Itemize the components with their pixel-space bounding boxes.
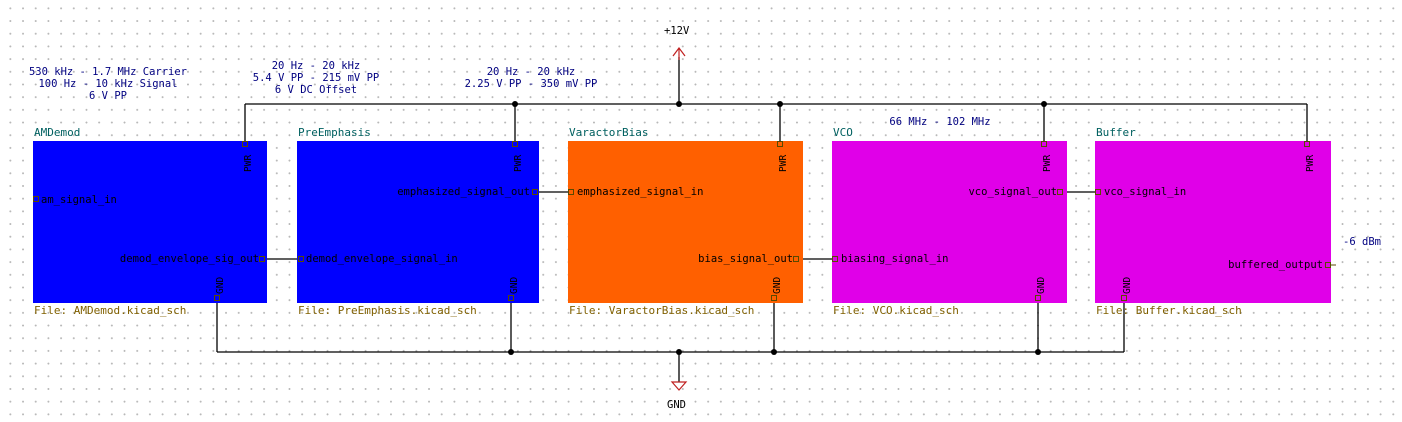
pin-marker[interactable] xyxy=(242,141,248,147)
pwr-pin-label: PWR xyxy=(243,154,254,172)
pin-buffered-output: buffered_output xyxy=(1228,259,1323,271)
gnd-pin-label: GND xyxy=(772,276,783,294)
pin-am-signal-in: am_signal_in xyxy=(41,194,117,206)
pin-marker[interactable] xyxy=(777,141,783,147)
junctions xyxy=(508,101,1047,355)
pin-marker[interactable] xyxy=(512,141,518,147)
pin-marker[interactable] xyxy=(259,256,265,262)
pin-marker[interactable] xyxy=(532,189,538,195)
sheet-name-varactorbias: VaractorBias xyxy=(569,126,649,139)
gnd-pin-label: GND xyxy=(1036,276,1047,294)
junction-dot xyxy=(1041,101,1047,107)
sheet-file-preemphasis: File: PreEmphasis.kicad_sch xyxy=(298,304,477,317)
sheet-file-amdemod: File: AMDemod.kicad_sch xyxy=(34,304,187,317)
pin-marker[interactable] xyxy=(1035,295,1041,301)
pwr-pin-label: PWR xyxy=(1305,154,1316,172)
pin-vco-signal-out: vco_signal_out xyxy=(968,186,1057,198)
sheet-name-preemphasis: PreEmphasis xyxy=(298,126,371,139)
gnd-pin-label: GND xyxy=(215,276,226,294)
note-amdemod-spec: 530 kHz - 1.7 MHz Carrier 100 Hz - 10 kH… xyxy=(28,66,188,102)
pwr-pin-label: PWR xyxy=(1042,154,1053,172)
pin-marker[interactable] xyxy=(568,189,574,195)
sheet-vco[interactable] xyxy=(832,141,1067,303)
junction-dot xyxy=(512,101,518,107)
sheet-name-vco: VCO xyxy=(833,126,853,139)
pin-marker[interactable] xyxy=(298,256,304,262)
pin-marker[interactable] xyxy=(771,295,777,301)
sheet-name-buffer: Buffer xyxy=(1096,126,1136,139)
pin-biasing-signal-in: biasing_signal_in xyxy=(841,253,949,265)
pin-vco-signal-in: vco_signal_in xyxy=(1104,186,1187,198)
sheet-file-varactorbias: File: VaractorBias.kicad_sch xyxy=(569,304,755,317)
pin-emphasized-signal-in: emphasized_signal_in xyxy=(577,186,704,198)
junction-dot xyxy=(777,101,783,107)
pin-marker[interactable] xyxy=(793,256,799,262)
sheet-file-vco: File: VCO.kicad_sch xyxy=(833,304,959,317)
junction-dot xyxy=(1035,349,1041,355)
pin-marker[interactable] xyxy=(1095,189,1101,195)
pin-emphasized-signal-out: emphasized_signal_out xyxy=(397,186,530,198)
pin-marker[interactable] xyxy=(33,196,39,202)
pin-bias-signal-out: bias_signal_out xyxy=(698,253,793,265)
note-preemphasis-spec: 20 Hz - 20 kHz 5.4 V PP - 215 mV PP 6 V … xyxy=(252,60,380,96)
sheet-preemphasis[interactable] xyxy=(297,141,539,303)
pin-marker[interactable] xyxy=(832,256,838,262)
sheet-file-buffer: File: Buffer.kicad_sch xyxy=(1096,304,1242,317)
pin-marker[interactable] xyxy=(1121,295,1127,301)
note-vco-spec: 66 MHz - 102 MHz xyxy=(889,116,991,128)
gnd-pin-label: GND xyxy=(509,276,520,294)
gnd-pin-label: GND xyxy=(1122,276,1133,294)
vcc-label: +12V xyxy=(664,25,690,37)
gnd-power-symbol[interactable] xyxy=(670,381,688,391)
gnd-label: GND xyxy=(667,399,686,411)
note-varactor-spec: 20 Hz - 20 kHz 2.25 V PP - 350 mV PP xyxy=(464,66,598,90)
pin-marker[interactable] xyxy=(214,295,220,301)
junction-dot xyxy=(676,101,682,107)
sheet-buffer[interactable] xyxy=(1095,141,1331,303)
sheet-varactorbias[interactable] xyxy=(568,141,803,303)
pin-marker[interactable] xyxy=(508,295,514,301)
pin-marker[interactable] xyxy=(1325,262,1331,268)
pin-marker[interactable] xyxy=(1304,141,1310,147)
junction-dot xyxy=(676,349,682,355)
junction-dot xyxy=(771,349,777,355)
sheet-name-amdemod: AMDemod xyxy=(34,126,81,139)
pin-marker[interactable] xyxy=(1041,141,1047,147)
vcc-power-symbol[interactable] xyxy=(672,47,686,60)
wires xyxy=(216,57,1308,382)
pwr-pin-label: PWR xyxy=(513,154,524,172)
sheet-amdemod[interactable] xyxy=(33,141,267,303)
note-output-level: -6 dBm xyxy=(1343,236,1381,248)
junction-dot xyxy=(508,349,514,355)
pin-demod-envelope-sig-out: demod_envelope_sig_out xyxy=(119,253,259,265)
pin-marker[interactable] xyxy=(1057,189,1063,195)
pin-demod-envelope-signal-in: demod_envelope_signal_in xyxy=(306,253,458,265)
pwr-pin-label: PWR xyxy=(778,154,789,172)
